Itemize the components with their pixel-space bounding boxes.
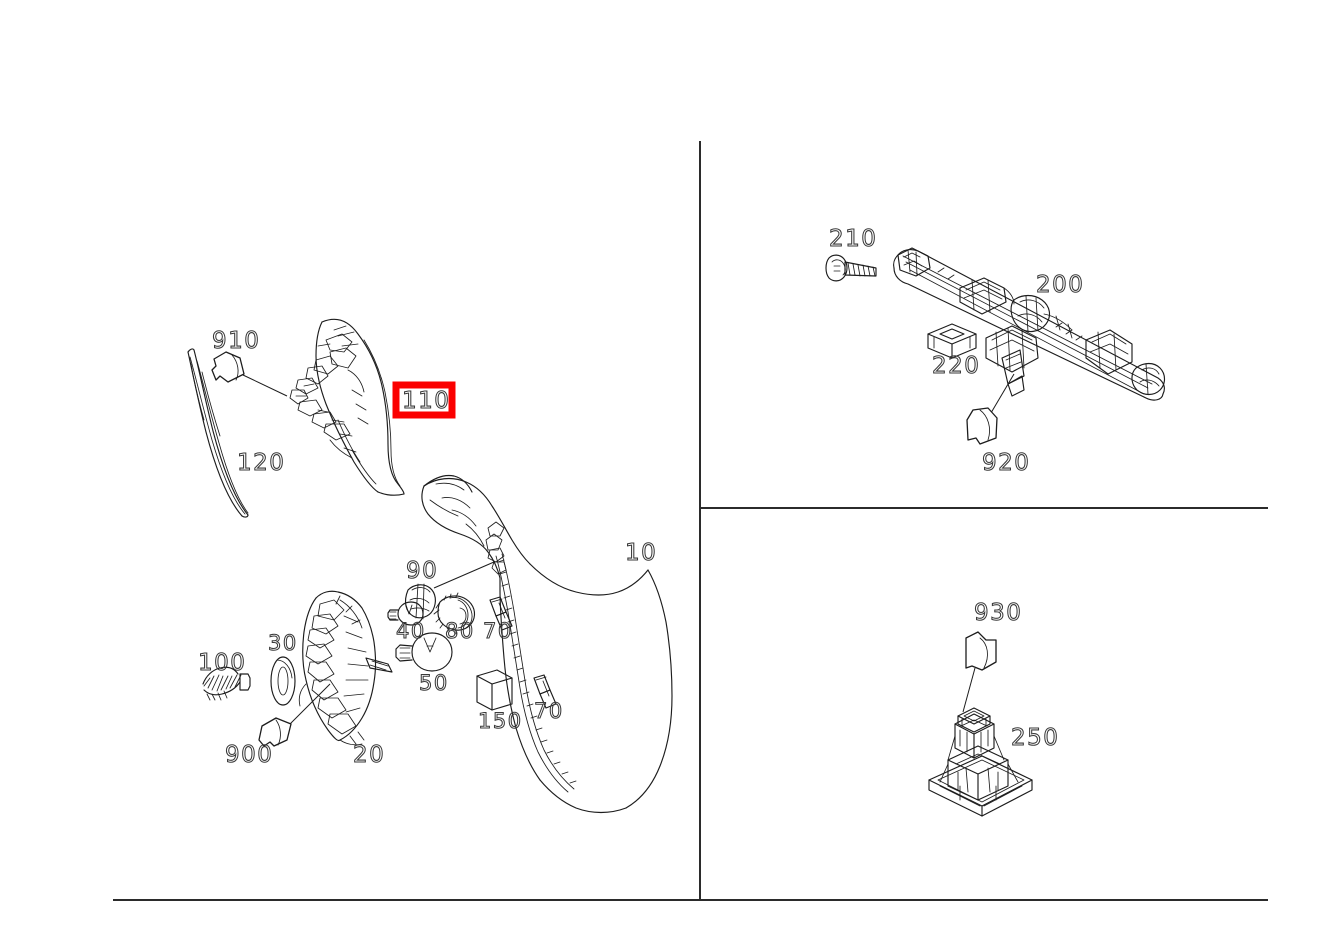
part-110-wiper-motor-cover[interactable] [289, 318, 405, 496]
panel-bottom-right-contents [928, 631, 1033, 817]
part-910-callout-flag[interactable] [211, 351, 288, 397]
label-90: 90 [406, 558, 438, 584]
label-100: 100 [198, 650, 246, 676]
label-220: 220 [932, 353, 980, 379]
label-120: 120 [237, 450, 285, 476]
flag-shape-910 [211, 351, 245, 383]
panel-left-contents [187, 318, 673, 814]
leader-line-90 [433, 561, 495, 589]
part-70-contact-strip-lower[interactable] [533, 674, 557, 709]
label-50: 50 [419, 671, 449, 695]
part-80-bulb-socket[interactable] [433, 592, 476, 635]
part-40-small-bulb[interactable] [387, 601, 424, 626]
label-910: 910 [212, 328, 260, 354]
part-150-relay-box[interactable] [476, 669, 513, 711]
diagram-frame [113, 141, 1268, 901]
label-210: 210 [829, 226, 877, 252]
label-250: 250 [1011, 725, 1059, 751]
label-900: 900 [225, 742, 273, 768]
label-200: 200 [1036, 272, 1084, 298]
label-20: 20 [353, 742, 385, 768]
label-30: 30 [268, 631, 298, 655]
part-200-wiper-linkage-rod[interactable] [893, 247, 1166, 401]
flag-notch-910 [231, 354, 239, 381]
flag-shape-930 [965, 631, 997, 671]
flag-notch-930 [979, 637, 988, 669]
part-250-bearing-bracket[interactable] [928, 707, 1033, 817]
panel-top-right-contents [825, 247, 1166, 445]
label-150: 150 [478, 709, 523, 733]
part-930-callout-flag[interactable] [962, 631, 997, 713]
part-number-labels: 910 120 110 10 90 40 80 70 50 70 150 30 … [197, 225, 1084, 768]
part-920-callout-flag[interactable] [966, 373, 1015, 445]
part-220-square-grommet[interactable] [927, 323, 977, 359]
leader-line-900 [289, 683, 331, 725]
part-100-screw-spring[interactable] [202, 666, 251, 701]
label-70-lower: 70 [534, 699, 564, 723]
flag-shape-900 [258, 717, 292, 747]
part-10-shield-cover-panel[interactable] [421, 474, 673, 814]
flag-shape-920 [966, 407, 998, 445]
part-70-contact-strip-upper[interactable] [489, 596, 513, 631]
label-930: 930 [974, 600, 1022, 626]
highlight-box-110 [392, 381, 456, 419]
label-80: 80 [445, 619, 475, 643]
flag-notch-920 [979, 409, 990, 441]
label-920: 920 [982, 450, 1030, 476]
part-900-callout-flag[interactable] [258, 683, 331, 747]
flag-notch-900 [275, 719, 281, 746]
part-50-large-bulb[interactable] [395, 632, 453, 672]
part-210-screw[interactable] [825, 254, 877, 282]
label-110: 110 [402, 388, 450, 414]
label-40: 40 [396, 619, 426, 643]
leader-line-920 [987, 373, 1015, 419]
part-30-seal-ring[interactable] [270, 656, 296, 706]
leader-line-930 [962, 667, 976, 713]
label-10: 10 [625, 540, 657, 566]
label-70-upper: 70 [483, 619, 513, 643]
part-120-wiper-blade[interactable] [187, 348, 249, 518]
leader-line-910 [242, 374, 288, 397]
part-20-wiper-motor-housing[interactable] [298, 590, 393, 746]
